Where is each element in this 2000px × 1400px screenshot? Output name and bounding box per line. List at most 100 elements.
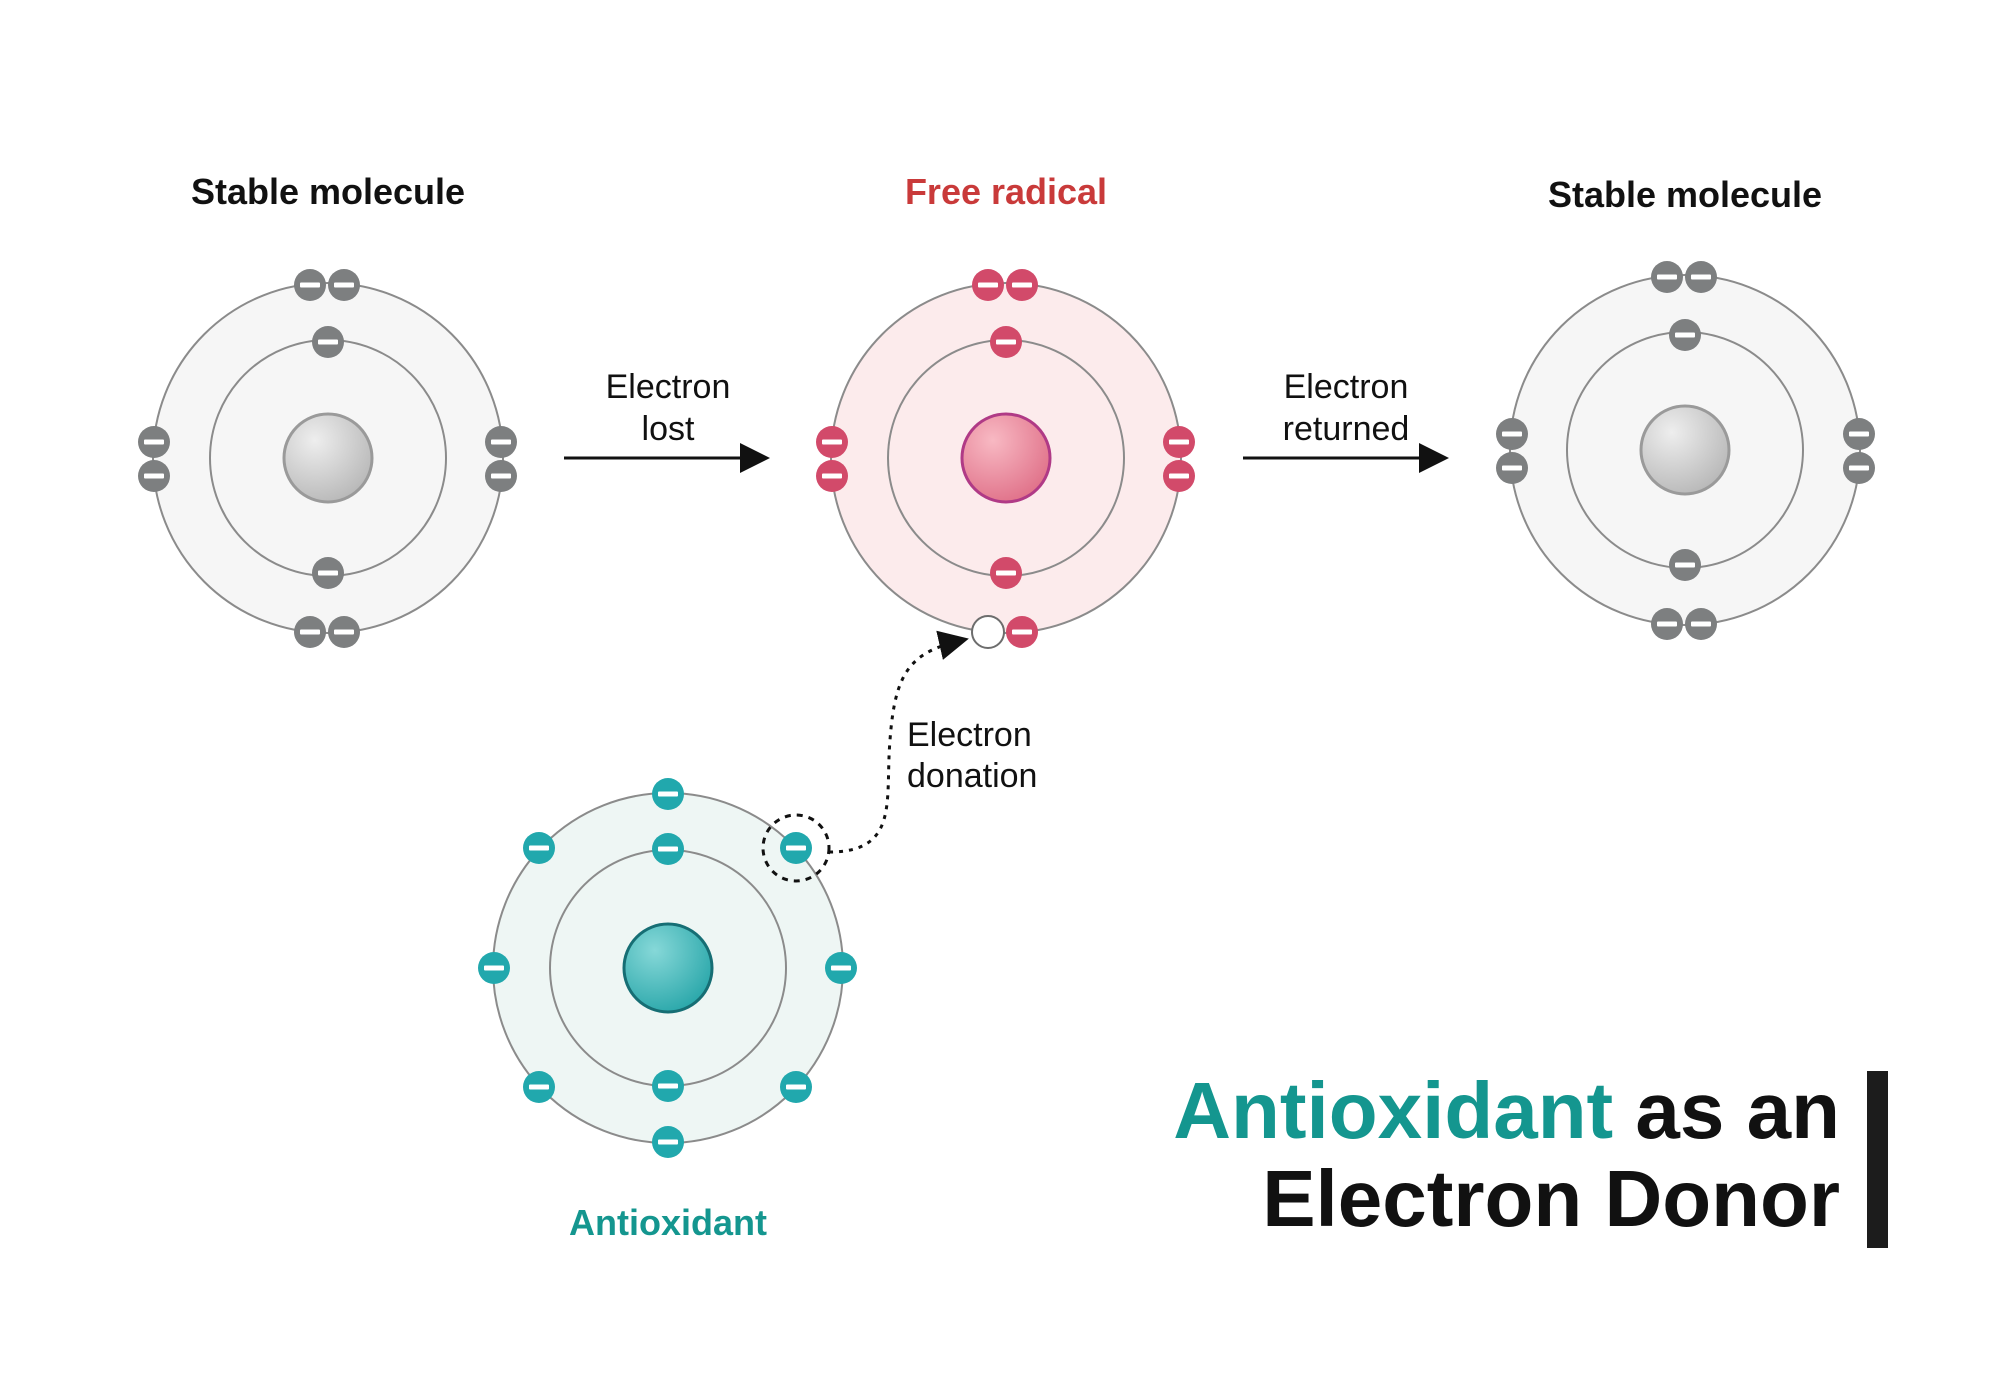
minus-sign <box>822 473 842 479</box>
figure-title: Antioxidant as an Electron Donor <box>1173 1066 1888 1248</box>
nucleus <box>622 922 714 1014</box>
minus-sign <box>1849 465 1869 471</box>
electron-icon <box>138 460 170 492</box>
minus-sign <box>1012 282 1032 288</box>
antioxidant-label: Antioxidant <box>569 1202 767 1243</box>
minus-sign <box>334 629 354 635</box>
electron-icon <box>1669 549 1701 581</box>
electron-lost-label-line1: Electron <box>606 368 731 406</box>
electron-icon <box>652 1070 684 1102</box>
minus-sign <box>318 570 338 576</box>
minus-sign <box>996 570 1016 576</box>
electron-icon <box>652 833 684 865</box>
title-rest-line1: as an <box>1613 1066 1840 1155</box>
minus-sign <box>1169 439 1189 445</box>
minus-sign <box>1849 431 1869 437</box>
missing-electron-vacancy <box>971 615 1005 649</box>
minus-sign <box>300 282 320 288</box>
electron-icon <box>780 1071 812 1103</box>
electron-icon <box>485 460 517 492</box>
minus-sign <box>658 846 678 852</box>
electron-icon <box>294 269 326 301</box>
minus-sign <box>658 791 678 797</box>
minus-sign <box>1502 465 1522 471</box>
electron-icon <box>1843 418 1875 450</box>
title-line1: Antioxidant as an <box>1173 1066 1840 1155</box>
stable-molecule-left: Stable molecule <box>138 171 517 648</box>
nucleus <box>960 412 1052 504</box>
electron-icon <box>1685 608 1717 640</box>
minus-sign <box>1657 621 1677 627</box>
electron-icon <box>312 557 344 589</box>
stable-molecule-right-label: Stable molecule <box>1548 174 1822 215</box>
electron-icon <box>328 616 360 648</box>
minus-sign <box>334 282 354 288</box>
electron-icon <box>1163 460 1195 492</box>
electron-icon <box>816 460 848 492</box>
minus-sign <box>1169 473 1189 479</box>
minus-sign <box>484 965 504 971</box>
minus-sign <box>1657 274 1677 280</box>
minus-sign <box>300 629 320 635</box>
electron-icon <box>485 426 517 458</box>
electron-lost-label-line2: lost <box>642 410 695 448</box>
minus-sign <box>822 439 842 445</box>
electron-icon <box>1006 616 1038 648</box>
minus-sign <box>1675 562 1695 568</box>
donated-electron-highlight <box>761 813 831 883</box>
minus-sign <box>144 439 164 445</box>
electron-icon <box>1006 269 1038 301</box>
stable-molecule-right: Stable molecule <box>1496 174 1875 640</box>
minus-sign <box>318 339 338 345</box>
electron-icon <box>312 326 344 358</box>
free-radical: Free radical <box>816 171 1195 649</box>
electron-icon <box>1163 426 1195 458</box>
electron-icon <box>138 426 170 458</box>
nucleus <box>282 412 374 504</box>
electron-icon <box>1685 261 1717 293</box>
electron-returned-label-line2: returned <box>1283 410 1410 448</box>
electron-icon <box>816 426 848 458</box>
electron-icon <box>523 832 555 864</box>
electron-icon <box>972 269 1004 301</box>
electron-icon <box>1496 418 1528 450</box>
electron-icon <box>1651 608 1683 640</box>
minus-sign <box>491 473 511 479</box>
free-radical-label: Free radical <box>905 171 1107 212</box>
minus-sign <box>658 1139 678 1145</box>
minus-sign <box>786 1084 806 1090</box>
minus-sign <box>144 473 164 479</box>
minus-sign <box>1012 629 1032 635</box>
electron-returned-label-line1: Electron <box>1284 368 1409 406</box>
title-line2: Electron Donor <box>1262 1154 1840 1243</box>
donation-path <box>828 630 969 854</box>
minus-sign <box>529 1084 549 1090</box>
minus-sign <box>658 1083 678 1089</box>
electron-icon <box>328 269 360 301</box>
electron-icon <box>990 557 1022 589</box>
minus-sign <box>529 845 549 851</box>
electron-icon <box>780 832 812 864</box>
title-accent-bar <box>1867 1071 1888 1248</box>
minus-sign <box>1691 621 1711 627</box>
minus-sign <box>1502 431 1522 437</box>
electron-icon <box>990 326 1022 358</box>
electron-icon <box>825 952 857 984</box>
stable-molecule-left-label: Stable molecule <box>191 171 465 212</box>
electron-icon <box>478 952 510 984</box>
electron-icon <box>1496 452 1528 484</box>
minus-sign <box>1691 274 1711 280</box>
electron-lost-arrow: Electron lost <box>564 368 770 473</box>
minus-sign <box>978 282 998 288</box>
electron-donation-label-line1: Electron <box>907 716 1032 754</box>
electron-icon <box>652 1126 684 1158</box>
electron-donation-label-line2: donation <box>907 757 1037 795</box>
electron-icon <box>523 1071 555 1103</box>
electron-icon <box>294 616 326 648</box>
electron-icon <box>1651 261 1683 293</box>
electron-icon <box>652 778 684 810</box>
antioxidant-molecule: Antioxidant <box>478 778 857 1243</box>
minus-sign <box>1675 332 1695 338</box>
electron-donation-arrow: Electron donation <box>828 630 1037 854</box>
